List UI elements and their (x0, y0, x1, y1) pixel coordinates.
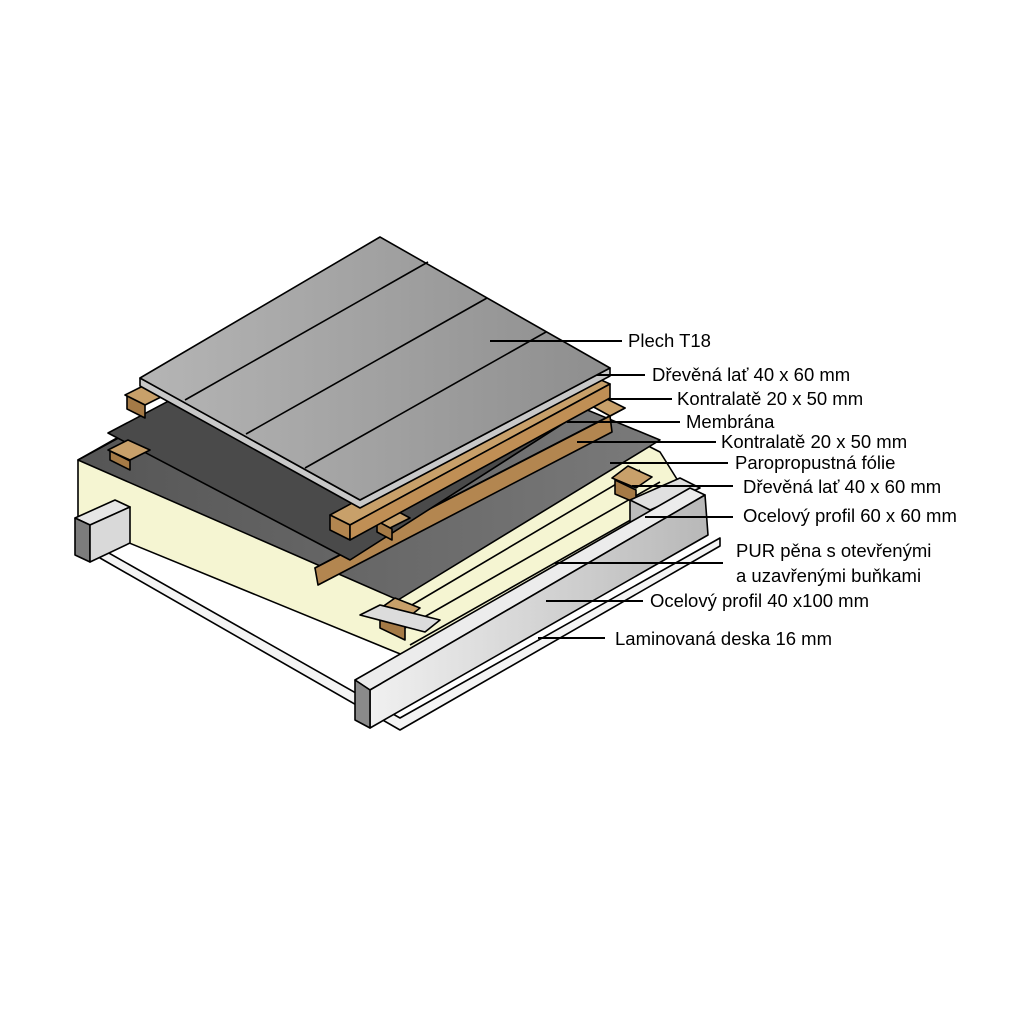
label-lat-bottom: Dřevěná lať 40 x 60 mm (743, 476, 942, 497)
steel-profile-left (74, 499, 131, 563)
label-profil-60: Ocelový profil 60 x 60 mm (743, 505, 957, 526)
label-plech: Plech T18 (628, 330, 711, 351)
steel-profile-40x100 (354, 487, 709, 729)
label-pur-line1: PUR pěna s otevřenými (736, 540, 932, 561)
label-deska: Laminovaná deska 16 mm (615, 628, 832, 649)
label-kontralate-top: Kontralatě 20 x 50 mm (677, 388, 864, 409)
label-lat-top: Dřevěná lať 40 x 60 mm (652, 364, 851, 385)
label-kontralate-bottom: Kontralatě 20 x 50 mm (721, 431, 908, 452)
label-membrana: Membrána (686, 411, 775, 432)
label-folie: Paropropustná fólie (735, 452, 896, 473)
label-profil-40: Ocelový profil 40 x100 mm (650, 590, 870, 611)
counter-battens (107, 397, 626, 541)
label-pur-line2: a uzavřenými buňkami (736, 565, 922, 586)
